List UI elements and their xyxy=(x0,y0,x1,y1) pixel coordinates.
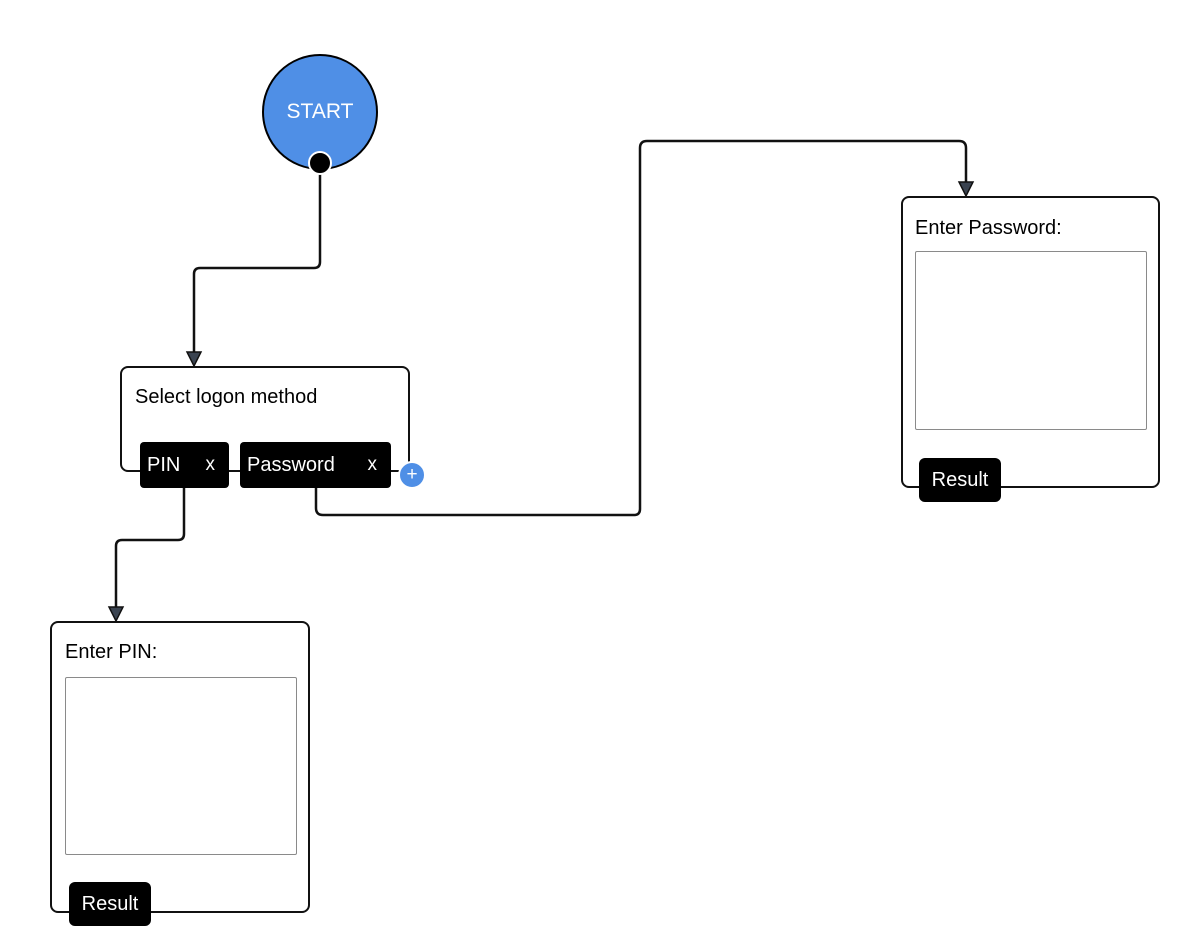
connector-pin-to-enter-pin xyxy=(114,487,186,610)
node-title: Select logon method xyxy=(135,386,318,408)
result-label: Result xyxy=(81,892,139,915)
start-output-port[interactable] xyxy=(308,151,332,175)
result-tab[interactable]: Result xyxy=(69,882,151,926)
pin-input[interactable] xyxy=(65,677,297,855)
remove-option-icon[interactable]: x xyxy=(367,454,378,475)
node-title: Enter Password: xyxy=(915,217,1062,239)
plus-icon[interactable]: + xyxy=(398,461,426,489)
remove-option-icon[interactable]: x xyxy=(205,454,216,475)
connector-arrowhead xyxy=(957,181,975,198)
connector-password-to-enter-password xyxy=(314,139,968,517)
option-chip-password[interactable]: Password x xyxy=(240,442,391,488)
password-input[interactable] xyxy=(915,251,1147,430)
connector-arrowhead xyxy=(107,606,125,623)
enter-password-node[interactable]: Enter Password: xyxy=(901,196,1160,488)
result-label: Result xyxy=(931,468,989,491)
option-chip-label: Password xyxy=(247,453,335,476)
option-chip-label: PIN xyxy=(147,453,181,476)
node-title: Enter PIN: xyxy=(65,641,158,663)
option-chip-pin[interactable]: PIN x xyxy=(140,442,229,488)
connector-start-to-logon xyxy=(192,172,322,356)
start-node-label: START xyxy=(286,100,354,123)
enter-pin-node[interactable]: Enter PIN: xyxy=(50,621,310,913)
connector-arrowhead xyxy=(185,351,203,368)
result-tab[interactable]: Result xyxy=(919,458,1001,502)
